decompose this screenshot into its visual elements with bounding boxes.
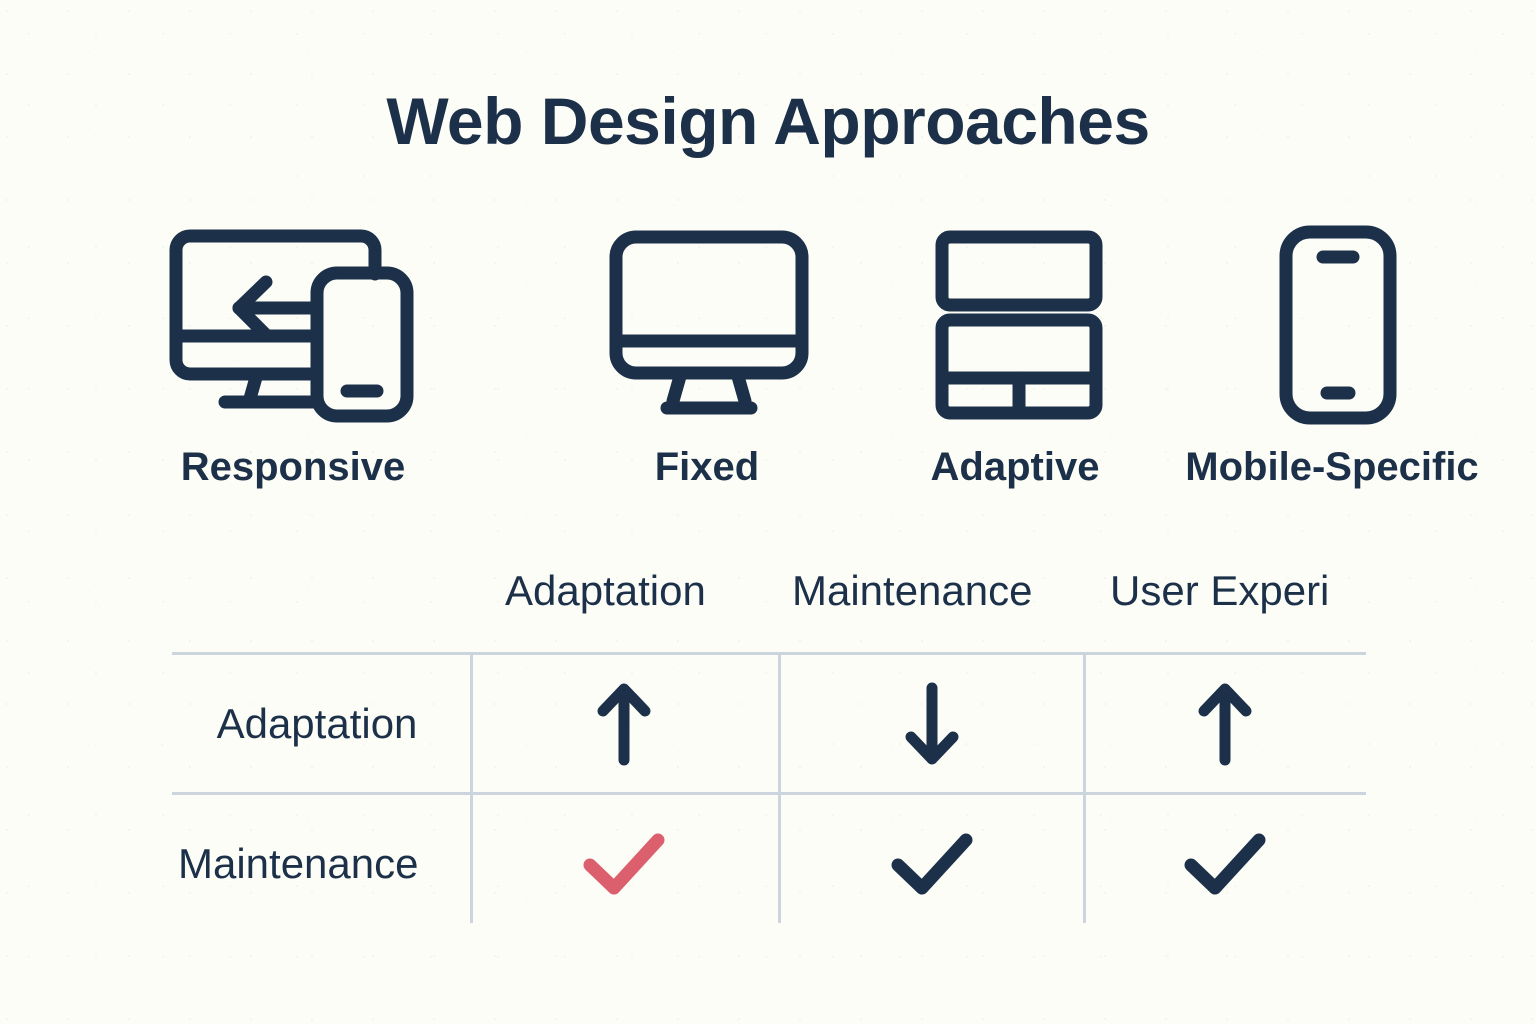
matrix-cell xyxy=(778,795,1086,932)
comparison-matrix: Adaptation Maintenance User Experi Adapt… xyxy=(172,570,1366,930)
check-icon xyxy=(890,832,974,896)
approach-item-fixed[interactable]: Fixed xyxy=(582,222,1016,487)
matrix-cell xyxy=(778,655,1086,792)
check-icon xyxy=(582,832,666,896)
grid-divider xyxy=(172,792,1366,795)
smartphone-icon xyxy=(1078,222,1536,427)
table-row: Adaptation xyxy=(172,655,1366,792)
approach-item-mobile-specific[interactable]: Mobile-Specific xyxy=(1085,222,1536,487)
column-header: Adaptation xyxy=(505,567,706,614)
grid-divider xyxy=(778,655,781,923)
row-label: Maintenance xyxy=(178,839,419,887)
column-header: Maintenance xyxy=(792,567,1033,614)
approach-label: Responsive xyxy=(180,445,406,489)
approach-label: Adaptive xyxy=(930,445,1100,489)
matrix-cell xyxy=(1083,795,1366,932)
table-row: Maintenance xyxy=(172,795,1366,932)
desktop-monitor-icon xyxy=(492,222,926,427)
approach-icon-row: Responsive Fixed xyxy=(169,222,1479,522)
approach-item-responsive[interactable]: Responsive xyxy=(169,222,606,487)
page-title: Web Design Approaches xyxy=(386,84,1150,158)
matrix-cell xyxy=(1083,655,1366,792)
arrow-down-icon xyxy=(904,681,960,767)
matrix-cell xyxy=(470,795,778,932)
arrow-up-icon xyxy=(596,681,652,767)
approach-item-adaptive[interactable]: Adaptive xyxy=(884,222,1318,487)
monitor-arrow-phone-icon xyxy=(75,222,509,427)
arrow-up-icon xyxy=(1197,681,1253,767)
row-label: Adaptation xyxy=(216,699,418,747)
column-header: User Experi xyxy=(1110,567,1330,614)
check-icon xyxy=(1183,832,1267,896)
approach-label: Mobile-Specific xyxy=(1185,445,1479,489)
layout-blocks-icon xyxy=(802,222,1236,427)
matrix-header-row: Adaptation Maintenance User Experi xyxy=(172,570,1366,652)
matrix-grid: Adaptation xyxy=(172,652,1366,930)
matrix-cell xyxy=(470,655,778,792)
grid-divider xyxy=(470,655,473,923)
approach-label: Fixed xyxy=(654,445,760,489)
grid-divider xyxy=(1083,655,1086,923)
